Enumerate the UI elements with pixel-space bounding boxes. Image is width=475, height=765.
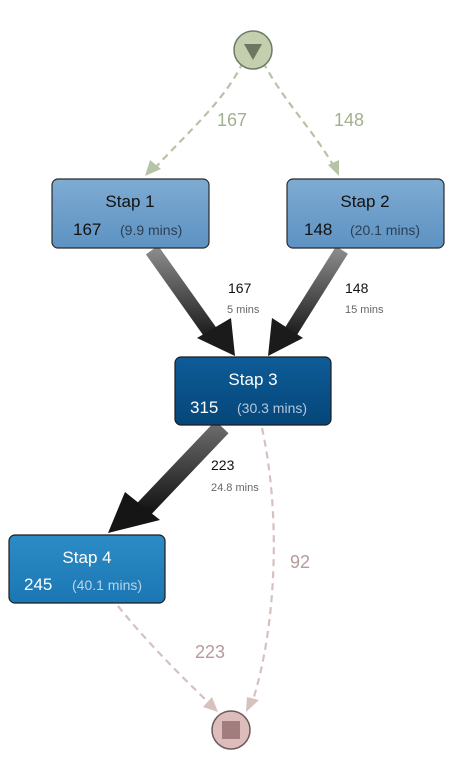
edge-stap3-to-stap4-count: 223 — [211, 457, 235, 473]
stap-1-count: 167 — [73, 220, 101, 239]
edge-stap4-to-end-count: 223 — [195, 642, 225, 662]
edge-stap3-to-stap4-duration: 24.8 mins — [211, 482, 259, 494]
stap-2-duration: (20.1 mins) — [350, 222, 420, 238]
edge-start-to-stap1 — [145, 61, 244, 176]
stap-4-count: 245 — [24, 575, 52, 594]
activity-node-stap-4[interactable]: Stap 4 245 (40.1 mins) — [8, 534, 166, 604]
start-triangle-icon — [244, 44, 262, 60]
edge-stap3-to-stap4 — [108, 420, 229, 533]
edge-stap2-to-stap3 — [268, 246, 348, 356]
edge-stap1-to-stap3-count: 167 — [228, 280, 252, 296]
edge-stap2-to-stap3-duration: 15 mins — [345, 304, 384, 316]
edge-stap3-to-end — [246, 427, 275, 712]
stap-2-name: Stap 2 — [340, 192, 389, 211]
stap-1-name: Stap 1 — [105, 192, 154, 211]
end-node[interactable] — [211, 710, 251, 750]
stap-3-count: 315 — [190, 398, 218, 417]
stap-3-duration: (30.3 mins) — [237, 400, 307, 416]
edge-stap1-to-stap3 — [145, 245, 235, 356]
activity-node-stap-3[interactable]: Stap 3 315 (30.3 mins) — [174, 356, 332, 426]
edge-start-to-stap2-count: 148 — [334, 110, 364, 130]
stap-2-count: 148 — [304, 220, 332, 239]
stap-4-duration: (40.1 mins) — [72, 577, 142, 593]
edge-stap1-to-stap3-duration: 5 mins — [227, 304, 260, 316]
edge-stap3-to-end-count: 92 — [290, 552, 310, 572]
edge-start-to-stap2 — [262, 61, 339, 176]
edge-stap2-to-stap3-count: 148 — [345, 280, 369, 296]
edge-start-to-stap1-count: 167 — [217, 110, 247, 130]
start-node[interactable] — [233, 30, 273, 70]
edge-stap4-to-end — [117, 605, 218, 712]
activity-node-stap-1[interactable]: Stap 1 167 (9.9 mins) — [51, 178, 210, 249]
stap-1-duration: (9.9 mins) — [120, 222, 182, 238]
stap-3-name: Stap 3 — [228, 370, 277, 389]
stap-4-name: Stap 4 — [62, 548, 111, 567]
end-square-icon — [222, 721, 240, 739]
activity-node-stap-2[interactable]: Stap 2 148 (20.1 mins) — [286, 178, 445, 249]
